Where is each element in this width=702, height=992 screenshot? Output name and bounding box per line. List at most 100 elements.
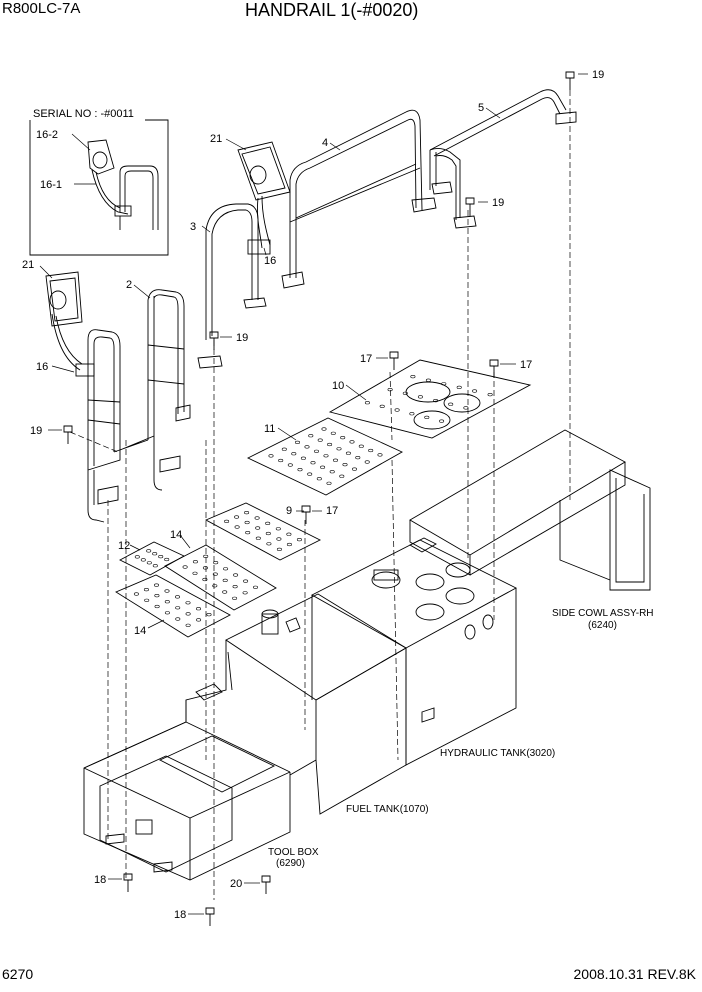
- plate-hole: [316, 477, 322, 481]
- plate-hole: [146, 561, 152, 565]
- side-cowl-label: SIDE COWL ASSY-RH: [552, 608, 654, 619]
- plate-hole: [358, 444, 364, 448]
- plate-hole: [425, 378, 431, 382]
- plate-hole: [140, 558, 146, 562]
- plate-hole: [175, 606, 181, 610]
- plate-hole: [242, 591, 248, 595]
- plate-hole: [185, 623, 191, 627]
- callout-19-left: 19: [30, 425, 42, 437]
- tool-box-ref: (6290): [276, 858, 305, 869]
- plate-hole: [339, 474, 345, 478]
- plate-hole: [164, 589, 170, 593]
- plate-hole: [310, 461, 316, 465]
- plate-hole: [232, 584, 238, 589]
- plate-hole: [286, 532, 292, 536]
- plate-hole: [349, 440, 355, 444]
- plate-hole: [304, 445, 310, 449]
- callout-12: 12: [118, 540, 130, 552]
- plate-hole: [154, 593, 160, 598]
- page-number: 6270: [2, 966, 34, 982]
- serial-label: SERIAL NO : -#0011: [33, 108, 134, 120]
- handrail-2-ladder: [87, 289, 191, 523]
- plate-hole: [351, 467, 357, 471]
- callout-18-left: 18: [94, 874, 106, 886]
- plate-hole: [487, 393, 493, 397]
- plate-hole: [213, 560, 219, 565]
- callout-16-1: 16-1: [40, 179, 62, 191]
- date-revision: 2008.10.31 REV.8K: [573, 966, 696, 982]
- plate-hole: [278, 458, 284, 463]
- plate-hole: [133, 592, 139, 596]
- plate-hole: [313, 449, 319, 453]
- plate-hole: [276, 547, 282, 552]
- callout-3: 3: [190, 221, 196, 233]
- plate-hole: [164, 600, 170, 604]
- plate-hole: [255, 526, 261, 530]
- callout-14-lower: 14: [134, 625, 146, 637]
- page-title: HANDRAIL 1(-#0020): [245, 0, 419, 20]
- tool-box-label: TOOL BOX: [268, 847, 319, 858]
- plate-hole: [323, 454, 329, 458]
- plate-hole: [439, 419, 445, 423]
- plate-hole: [456, 385, 462, 390]
- plate-hole: [424, 415, 430, 420]
- plate-hole: [244, 510, 250, 515]
- plate-hole: [185, 612, 191, 616]
- plate-hole: [326, 481, 332, 485]
- fuel-tank-label: FUEL TANK(1070): [346, 804, 429, 815]
- plate-hole: [182, 565, 188, 569]
- plate-hole: [253, 585, 259, 589]
- plate-hole: [175, 617, 181, 621]
- plate-hole: [202, 566, 208, 570]
- callout-5: 5: [478, 102, 484, 114]
- callout-11: 11: [264, 423, 275, 435]
- plate-hole: [321, 427, 327, 431]
- callout-21-center: 21: [210, 133, 222, 145]
- reference-labels: SERIAL NO : -#0011 SIDE COWL ASSY-RH (62…: [33, 108, 654, 869]
- callout-17-lower: 17: [326, 505, 338, 517]
- callout-19-center: 19: [236, 332, 248, 344]
- plate-hole: [134, 555, 140, 559]
- plate-hole: [275, 527, 281, 531]
- callout-17-right: 17: [520, 359, 532, 371]
- plate-hole: [255, 536, 261, 540]
- plate-hole: [234, 525, 240, 529]
- plate-hole: [281, 447, 287, 451]
- mirror-center: [237, 141, 291, 255]
- plate-hole: [287, 463, 293, 467]
- plate-hole: [379, 404, 385, 409]
- plate-hole: [409, 412, 415, 416]
- plate-hole: [317, 438, 323, 442]
- handrail-5: [429, 89, 577, 229]
- plate-hole: [206, 612, 212, 617]
- hydraulic-tank: [311, 537, 517, 766]
- plate-hole: [387, 388, 393, 392]
- plate-hole: [234, 515, 240, 519]
- bolts: [63, 71, 575, 926]
- callout-numbers: 16-2 16-1 21 21 2 3 4 5 19 19 19 19 16 1…: [22, 69, 604, 921]
- plate-hole: [355, 456, 361, 460]
- model-name: R800LC-7A: [2, 0, 81, 17]
- plate-hole: [410, 375, 416, 379]
- plate-hole: [441, 382, 447, 386]
- callout-2: 2: [126, 279, 132, 291]
- plate-hole: [364, 401, 370, 405]
- plate-hole: [222, 578, 228, 583]
- fuel-tank: [185, 593, 407, 815]
- plate-hole: [417, 395, 423, 399]
- plate-hole: [212, 572, 218, 576]
- plate-hole: [233, 573, 239, 577]
- callout-19-mid: 19: [492, 197, 504, 209]
- plate-hole: [254, 516, 260, 520]
- callout-16-center: 16: [264, 255, 276, 267]
- plate-hole: [463, 406, 469, 410]
- plate-hole: [192, 560, 198, 564]
- plate-hole: [332, 458, 338, 462]
- leader-lines: [39, 73, 588, 915]
- plate-hole: [212, 584, 218, 588]
- plate-hole: [294, 440, 300, 445]
- plate-hole: [245, 530, 251, 535]
- plate-hole: [342, 463, 348, 467]
- plate-hole: [472, 389, 478, 393]
